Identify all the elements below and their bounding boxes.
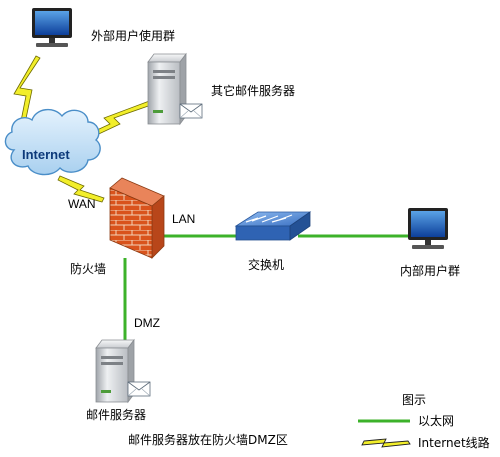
internal-users-label: 内部用户群: [400, 264, 461, 278]
dmz-label: DMZ: [134, 316, 160, 330]
legend-internet-label: Internet线路: [418, 436, 490, 450]
legend-ethernet-label: 以太网: [418, 414, 455, 428]
mail-server-label: 邮件服务器: [86, 408, 147, 422]
internal-users-monitor-icon: [408, 208, 448, 249]
legend-title: 图示: [402, 393, 427, 407]
wan-label: WAN: [68, 197, 96, 211]
internet-link-wan-firewall: [57, 175, 105, 203]
switch-label: 交换机: [248, 258, 285, 272]
other-mail-servers-label: 其它邮件服务器: [211, 84, 296, 98]
internet-label: Internet: [22, 147, 70, 162]
legend-internet-swatch: [361, 438, 411, 448]
internet-cloud-icon: [4, 109, 101, 176]
lan-label: LAN: [172, 212, 196, 226]
mail-server-icon: [95, 338, 151, 404]
firewall-brick-wall-icon: [109, 177, 165, 259]
other-mail-server-icon: [147, 52, 203, 126]
external-users-label: 外部用户使用群: [91, 29, 176, 43]
firewall-label: 防火墙: [70, 262, 107, 276]
network-switch-icon: [234, 211, 312, 241]
external-users-monitor-icon: [32, 8, 72, 47]
diagram-caption: 邮件服务器放在防火墙DMZ区: [128, 433, 288, 447]
